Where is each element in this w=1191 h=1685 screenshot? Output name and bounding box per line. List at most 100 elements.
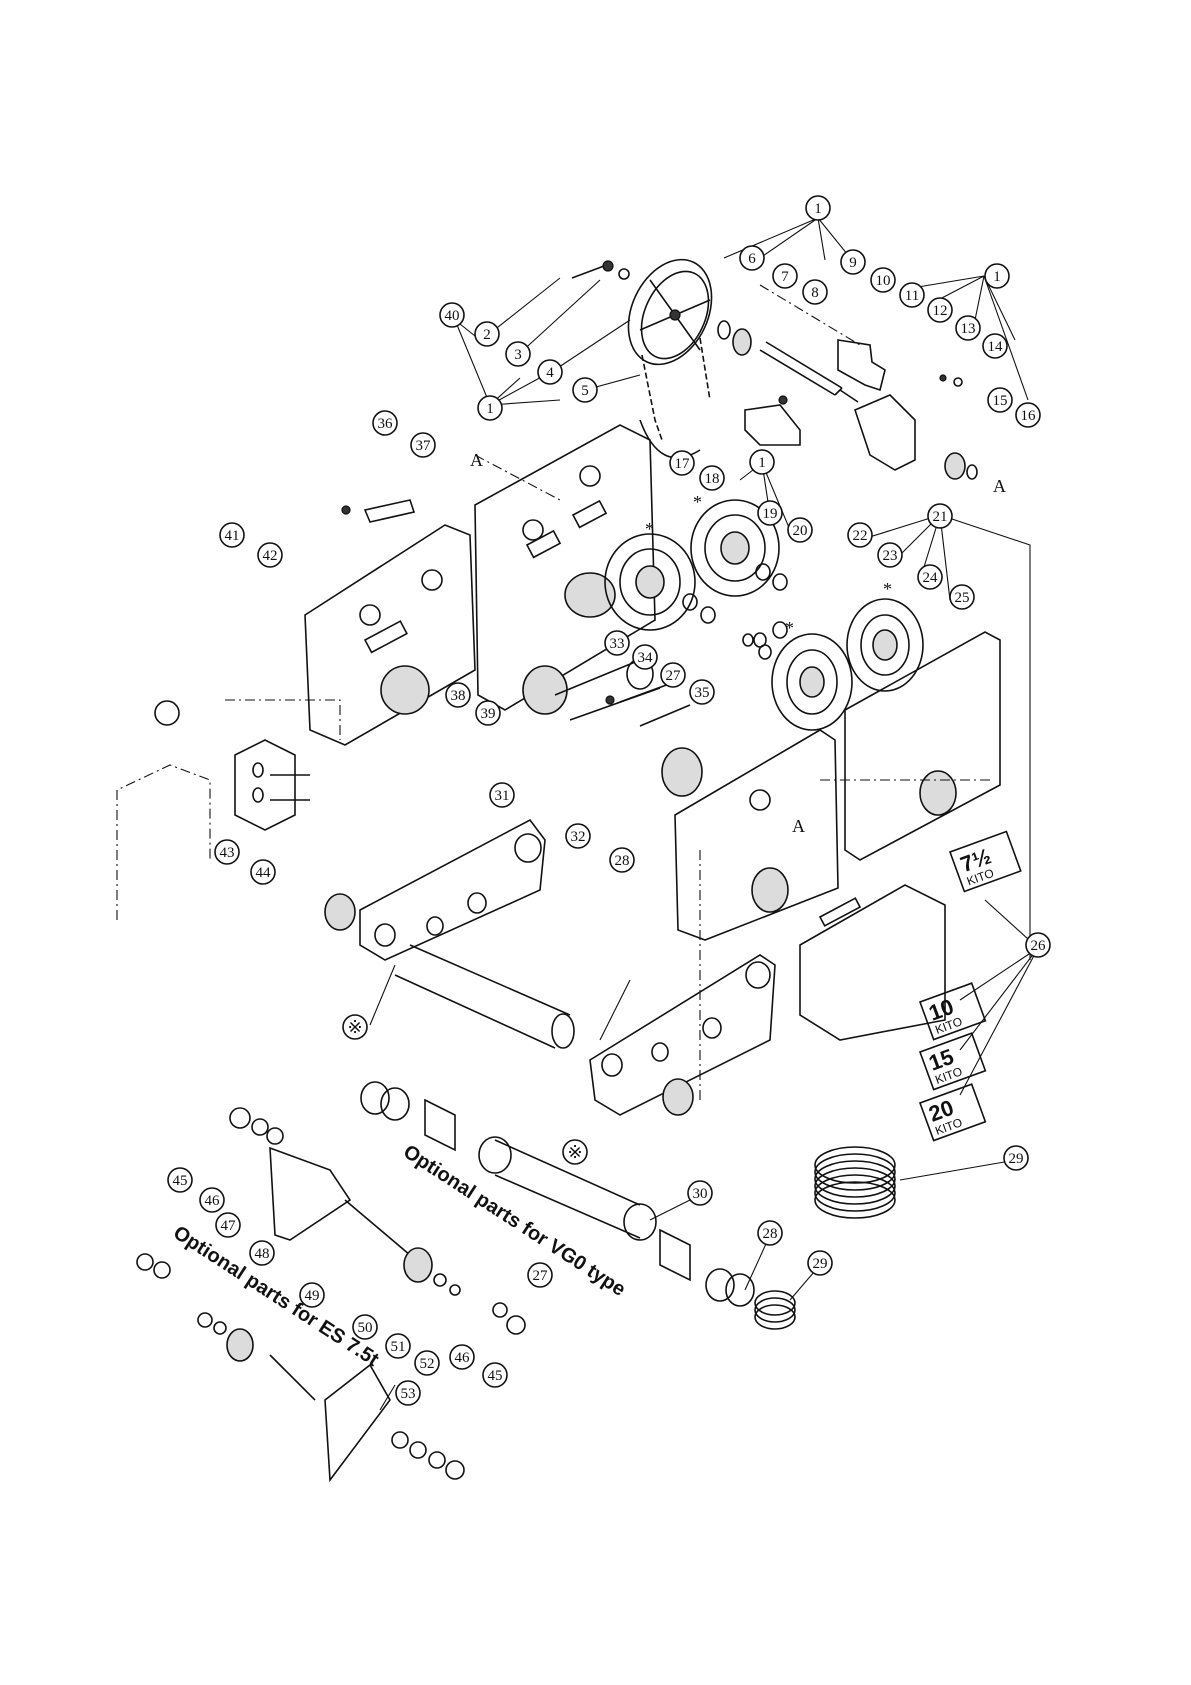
capacity-plate-2: 10 KITO [920,983,985,1039]
svg-text:48: 48 [255,1246,270,1262]
svg-text:49: 49 [305,1288,320,1304]
callout-7: 7 [773,264,797,288]
svg-text:41: 41 [225,528,240,544]
callout-10: 10 [871,268,895,292]
callout-1-left: 1 [478,396,502,420]
callout-1-top: 1 [806,196,830,220]
svg-text:25: 25 [955,590,970,606]
svg-text:22: 22 [853,528,868,544]
callout-34: 34 [633,645,657,669]
callout-28-low: 28 [758,1221,782,1245]
svg-text:8: 8 [811,285,819,301]
callout-1-mid: 1 [750,450,774,474]
callout-47: 47 [216,1213,240,1237]
callout-5: 5 [573,378,597,402]
callout-40: 40 [440,303,464,327]
callout-48: 48 [250,1241,274,1265]
svg-text:39: 39 [481,706,496,722]
optional-es-label: Optional parts for ES 7.5t [169,1222,383,1371]
svg-text:※: ※ [567,1142,582,1162]
star-mark-4: * [785,618,794,638]
svg-text:3: 3 [514,347,522,363]
callout-45-left: 45 [168,1168,192,1192]
callout-33: 33 [605,631,629,655]
callout-2: 2 [475,322,499,346]
callout-39: 39 [476,701,500,725]
svg-text:11: 11 [905,288,919,304]
optional-vg0-label: Optional parts for VG0 type [399,1141,629,1301]
callout-23: 23 [878,543,902,567]
callout-18: 18 [700,466,724,490]
svg-text:4: 4 [546,365,554,381]
svg-text:28: 28 [615,853,630,869]
callout-8: 8 [803,280,827,304]
svg-text:1: 1 [993,269,1001,285]
svg-text:26: 26 [1031,938,1047,954]
svg-text:29: 29 [813,1256,828,1272]
callout-46-left: 46 [200,1188,224,1212]
svg-text:44: 44 [256,865,272,881]
svg-text:30: 30 [693,1186,708,1202]
callout-13: 13 [956,316,980,340]
callout-4: 4 [538,360,562,384]
capacity-plate-4: 20 KITO [920,1084,985,1140]
callout-51: 51 [386,1334,410,1358]
callout-12: 12 [928,298,952,322]
svg-text:1: 1 [486,401,494,417]
svg-text:17: 17 [675,456,691,472]
callout-11: 11 [900,283,924,307]
side-plate-left [305,525,475,745]
guide-bracket [838,340,885,390]
stopper-block [235,740,295,830]
svg-text:7: 7 [781,269,789,285]
callout-16: 16 [1016,403,1040,427]
callout-36: 36 [373,411,397,435]
svg-text:45: 45 [173,1173,188,1189]
callout-20: 20 [788,518,812,542]
callout-3: 3 [506,342,530,366]
pinion-shaft [718,321,858,402]
callout-49: 49 [300,1283,324,1307]
svg-text:※: ※ [347,1017,362,1037]
callout-29-low: 29 [808,1251,832,1275]
svg-text:52: 52 [420,1356,435,1372]
svg-text:32: 32 [571,829,586,845]
reference-mark-right: ※ [563,1140,587,1164]
svg-text:47: 47 [221,1218,237,1234]
svg-text:24: 24 [923,570,939,586]
svg-text:28: 28 [763,1226,778,1242]
callout-24: 24 [918,565,942,589]
star-mark-1: * [693,492,702,512]
svg-text:20: 20 [793,523,808,539]
svg-text:1: 1 [814,201,822,217]
svg-text:5: 5 [581,383,589,399]
svg-text:16: 16 [1021,408,1037,424]
capacity-plates: 7½ KITO 10 KITO 15 KITO 20 KITO [920,831,1021,1140]
optional-es-parts [137,1108,525,1480]
svg-text:18: 18 [705,471,720,487]
callout-14: 14 [983,334,1007,358]
svg-text:31: 31 [495,788,510,804]
svg-text:2: 2 [483,327,491,343]
svg-text:9: 9 [849,255,857,271]
svg-text:40: 40 [445,308,460,324]
capacity-plate-3: 15 KITO [920,1033,985,1089]
callout-27-top: 27 [661,663,685,687]
svg-text:21: 21 [933,509,948,525]
callout-30: 30 [688,1181,712,1205]
callout-15: 15 [988,388,1012,412]
reference-mark-left: ※ [343,1015,367,1039]
svg-text:10: 10 [876,273,891,289]
svg-text:53: 53 [401,1386,416,1402]
svg-text:36: 36 [378,416,394,432]
bearing-housing [855,395,915,470]
callout-29-top: 29 [1004,1146,1028,1170]
callout-9: 9 [841,250,865,274]
svg-text:45: 45 [488,1368,503,1384]
star-mark-2: * [645,519,654,539]
svg-text:34: 34 [638,650,654,666]
callout-22: 22 [848,523,872,547]
callout-21: 21 [928,504,952,528]
chain-spring [815,1147,895,1218]
callout-45-right: 45 [483,1363,507,1387]
